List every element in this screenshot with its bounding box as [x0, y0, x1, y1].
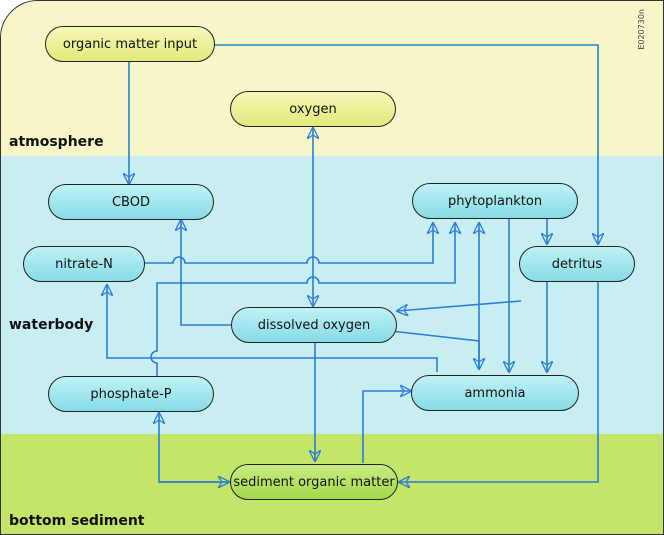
- arrow-do-to-cbod: [181, 220, 231, 326]
- node-ammonia: ammonia: [411, 375, 579, 411]
- waterbody-label: waterbody: [9, 317, 94, 333]
- arrow-do-to-ammonia: [390, 330, 479, 369]
- arrow-phosphate-to-phyto: [150, 223, 455, 376]
- arrow-nitrate-to-phyto: [145, 223, 433, 264]
- arrow-sediment-to-ammonia: [362, 391, 411, 463]
- node-cbod: CBOD: [48, 184, 214, 220]
- arrow-detritus-to-do: [397, 300, 522, 311]
- arrow-detritus-to-sediment: [399, 282, 599, 482]
- node-oxygen: oxygen: [230, 91, 396, 127]
- node-dissolved-oxygen: dissolved oxygen: [231, 307, 397, 343]
- node-phytoplankton: phytoplankton: [412, 183, 578, 219]
- node-organic-matter-input: organic matter input: [45, 26, 215, 62]
- arrow-ammonia-to-nitrate: [107, 285, 438, 372]
- node-sediment-organic-matter: sediment organic matter: [230, 464, 398, 500]
- figure-code: E020730n: [637, 9, 646, 50]
- node-nitrate: nitrate-N: [23, 246, 145, 282]
- atmosphere-label: atmosphere: [9, 134, 104, 150]
- arrow-input-to-detritus: [214, 44, 598, 244]
- node-detritus: detritus: [519, 246, 635, 282]
- node-phosphate: phosphate-P: [48, 376, 214, 412]
- arrow-sediment-to-phosphate: [159, 413, 231, 483]
- sediment-label: bottom sediment: [9, 513, 145, 529]
